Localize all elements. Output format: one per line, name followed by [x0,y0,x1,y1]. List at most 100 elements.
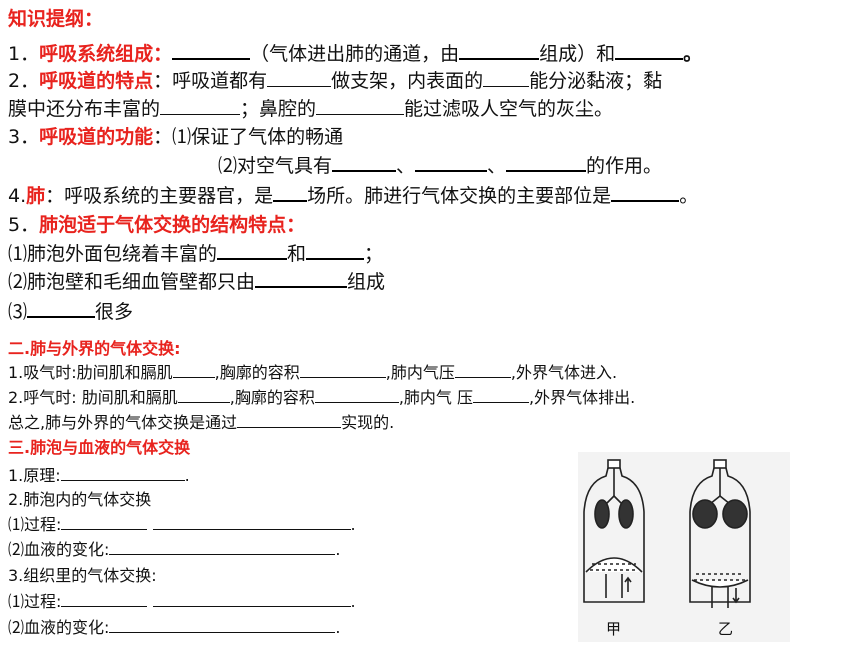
item-text: ； [364,243,384,265]
fill-blank [172,362,215,378]
item-label: 呼吸道的功能 [39,126,154,148]
section-text: ,外界气体进入. [510,363,618,382]
fill-blank [255,268,348,288]
section-text: ⑴过程: [8,515,62,534]
item-text: 。 [683,43,703,65]
fill-blank [273,182,308,202]
item-3-cont: ⑵对空气具有 、 、 的作用。 [218,152,662,179]
item-5: 5．肺泡适于气体交换的结构特点： [8,212,305,238]
bell-jar-right [689,459,751,608]
section-text: ,胸廓的容积 [229,388,315,407]
fill-blank [615,40,684,60]
item-text: ⑵对空气具有 [218,155,333,177]
summary-line: 总之,肺与外界的气体交换是通过实现的. [8,412,394,434]
fill-blank [27,298,96,318]
item-text: 、 [487,155,507,177]
section-text: ⑵血液的变化: [8,540,110,559]
fill-blank [611,182,680,202]
fill-blank [152,514,351,530]
item-text: 的作用。 [586,155,663,177]
item-5-sub-3: ⑶ 很多 [8,298,133,325]
principle-line: 1.原理:. [8,465,190,487]
exhale-line: 2.呼气时: 肋间肌和膈肌,胸廓的容积,肺内气 压,外界气体排出. [8,387,635,409]
section-text: . [350,592,356,611]
outline-title: 知识提纲： [8,8,104,30]
fill-blank [177,387,230,403]
section-2-title: 二.肺与外界的气体交换: [8,339,181,358]
alveoli-blood-line: ⑵血液的变化:. [8,539,341,561]
fill-blank [483,68,530,87]
tissue-exchange-line: 3.组织里的气体交换: [8,566,157,585]
item-number: 5． [8,214,40,236]
fill-blank [61,591,148,607]
item-text: 能分泌黏液；黏 [529,70,663,92]
item-text: 场所。肺进行气体交换的主要部位是 [307,185,612,207]
item-2-cont: 膜中还分布丰富的；鼻腔的能过滤吸人空气的灰尘。 [8,96,613,122]
item-4: 4.肺：呼吸系统的主要器官，是场所。肺进行气体交换的主要部位是。 [8,182,698,209]
item-number: 3． [8,126,40,148]
item-text: ：⑴保证了气体的畅通 [153,126,344,148]
item-5-sub-2: ⑵肺泡壁和毛细血管壁都只由 组成 [8,268,385,295]
item-text: 、 [396,155,416,177]
item-text: 能过滤吸人空气的灰尘。 [404,98,614,120]
item-label: 肺泡适于气体交换的结构特点： [39,214,306,236]
item-text: （气体进出肺的通道，由 [250,43,460,65]
section-text: ,肺内气压 [385,363,455,382]
section-3-title: 三.肺泡与血液的气体交换 [8,438,191,457]
section-text: . [350,515,356,534]
tissue-process-line: ⑴过程: . [8,591,356,613]
figure-label-right: 乙 [718,620,733,638]
alveoli-process-line: ⑴过程: . [8,514,356,536]
fill-blank [152,591,351,607]
section-text: ⑵血液的变化: [8,618,110,637]
fill-blank [217,240,288,260]
item-2: 2．呼吸道的特点：呼吸道都有做支架，内表面的能分泌黏液；黏 [8,68,662,94]
fill-blank [299,362,386,378]
section-text: 实现的. [341,413,395,432]
fill-blank [172,40,251,60]
item-label: 肺 [26,185,46,207]
section-text: ⑴过程: [8,592,62,611]
section-text: . [184,466,190,485]
item-3: 3．呼吸道的功能：⑴保证了气体的畅通 [8,124,343,150]
fill-blank [60,465,185,481]
fill-blank [316,96,405,115]
item-text: ：呼吸系统的主要器官，是 [45,185,274,207]
bell-jar-figure: 甲 乙 [578,452,790,642]
fill-blank [306,240,365,260]
section-text: 2.呼气时: 肋间肌和膈肌 [8,388,178,407]
fill-blank [61,514,148,530]
fill-blank [237,412,342,428]
item-text: ；鼻腔的 [240,98,317,120]
section-text: 1.原理: [8,466,61,485]
item-text: ⑵肺泡壁和毛细血管壁都只由 [8,271,256,293]
item-label: 呼吸系统组成： [39,43,173,65]
fill-blank [109,617,336,633]
item-text: ⑴肺泡外面包绕着丰富的 [8,243,218,265]
inhale-line: 1.吸气时:肋间肌和膈肌,胸廓的容积,肺内气压,外界气体进入. [8,362,617,384]
item-text: 很多 [95,301,134,323]
fill-blank [109,539,336,555]
item-label: 呼吸道的特点 [39,70,154,92]
item-text: 组成 [347,271,386,293]
fill-blank [332,152,397,172]
bell-jar-illustration: 甲 乙 [583,459,751,638]
bell-jar-left [583,459,645,603]
item-1: 1．呼吸系统组成：（气体进出肺的通道，由组成）和。 [8,40,702,67]
fill-blank [473,387,530,403]
item-text: ⑶ [8,301,28,323]
section-text: . [335,618,341,637]
fill-blank [459,40,540,60]
item-text: ：呼吸道都有 [153,70,268,92]
fill-blank [160,96,241,115]
item-number: 4. [8,185,27,207]
alveoli-exchange-line: 2.肺泡内的气体交换 [8,490,152,509]
section-text: . [335,540,341,559]
item-number: 1． [8,43,40,65]
section-text: ,外界气体排出. [529,388,636,407]
fill-blank [314,387,399,403]
section-text: ,胸廓的容积 [214,363,300,382]
fill-blank [415,152,488,172]
item-5-sub-1: ⑴肺泡外面包绕着丰富的和； [8,240,383,267]
fill-blank [506,152,587,172]
